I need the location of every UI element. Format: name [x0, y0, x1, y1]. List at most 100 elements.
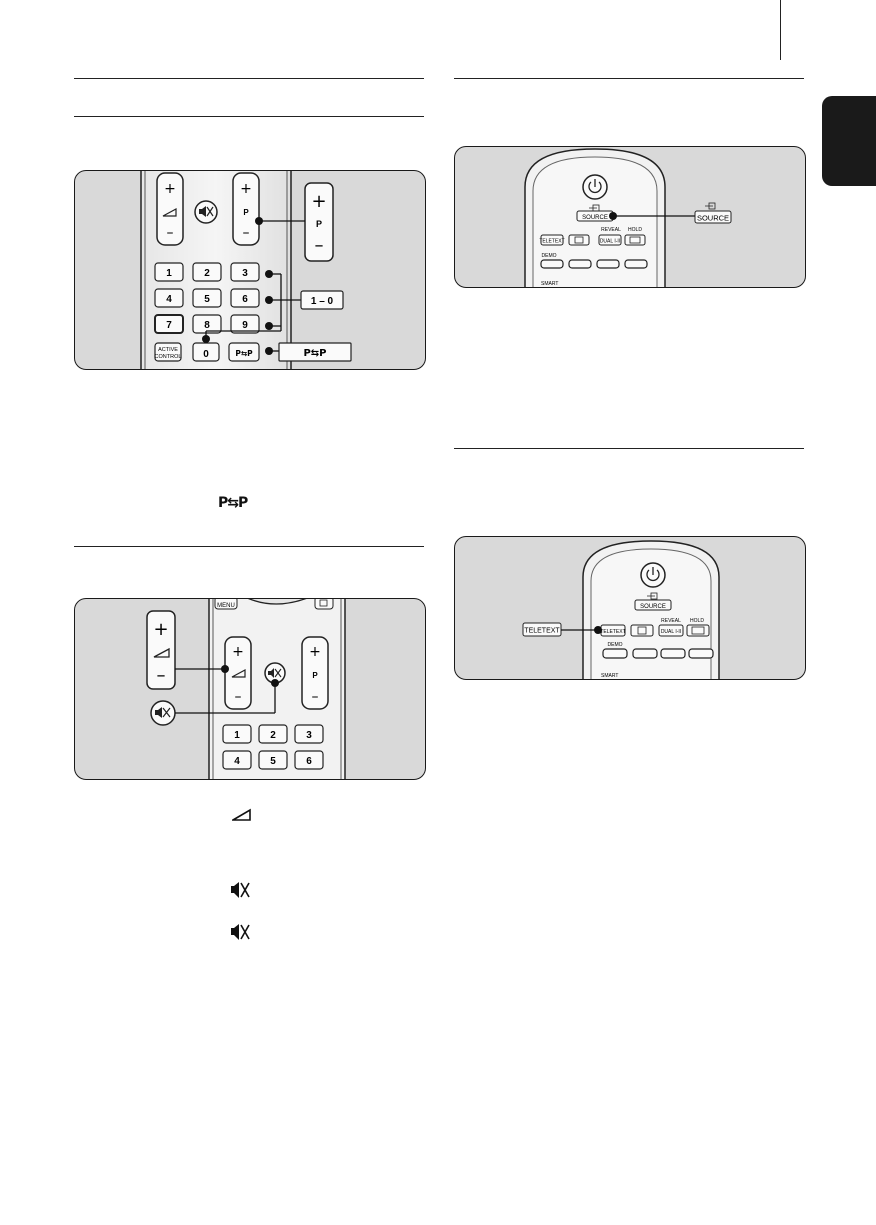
- teletext-button[interactable]: [540, 234, 564, 246]
- figure-source-key: SOURCE HOLD REVEAL TELETEXT DUAL I-II DE…: [454, 146, 806, 288]
- key-1[interactable]: [154, 262, 184, 282]
- source-button[interactable]: [634, 599, 672, 611]
- dual-label: DUAL I-II: [600, 239, 620, 245]
- key-2-label: 2: [270, 730, 276, 741]
- callout-vol-plus: +: [153, 619, 168, 640]
- mute-icon: [268, 668, 282, 678]
- teletext-label: TELETEXT: [539, 239, 564, 245]
- menu-button[interactable]: [214, 599, 238, 610]
- rule-left-1: [74, 78, 424, 79]
- key-5-label: 5: [270, 756, 276, 767]
- vol-minus-glyph: –: [235, 689, 242, 705]
- callout-swap: [278, 342, 352, 362]
- callout-vol-minus: –: [157, 665, 166, 686]
- ch-p-label: P: [243, 208, 249, 217]
- key-9[interactable]: [230, 314, 260, 334]
- mute-icon: [199, 206, 214, 217]
- callout-ch-plus: +: [311, 191, 326, 212]
- callout-volume-rocker: [146, 610, 176, 690]
- key-2[interactable]: [258, 724, 288, 744]
- inline-volume-icon: [232, 808, 251, 821]
- key-8[interactable]: [192, 314, 222, 334]
- key-4-label: 4: [234, 756, 240, 767]
- vol-minus-glyph: –: [167, 225, 174, 241]
- hold-label: HOLD: [690, 618, 704, 624]
- previous-channel-button[interactable]: [228, 342, 260, 362]
- key-0-label: 0: [203, 349, 209, 360]
- dual-button[interactable]: [658, 624, 684, 637]
- key-3[interactable]: [294, 724, 324, 744]
- power-icon: [646, 567, 660, 582]
- dual-label: DUAL I-II: [661, 629, 681, 635]
- channel-rocker[interactable]: [232, 172, 260, 246]
- figure-source-svg: SOURCE HOLD REVEAL TELETEXT DUAL I-II DE…: [524, 148, 732, 287]
- key-7[interactable]: [154, 314, 184, 334]
- ch-minus-glyph: –: [312, 689, 319, 705]
- callout-mute: [150, 700, 176, 726]
- callout-input-icon: [705, 202, 716, 210]
- key-3-label: 3: [306, 730, 312, 741]
- callout-ch-p: P: [316, 219, 322, 229]
- ch-p-label: P: [312, 671, 318, 680]
- hold-button[interactable]: [624, 234, 646, 246]
- key-6[interactable]: [294, 750, 324, 770]
- vol-plus-glyph: +: [232, 644, 244, 660]
- key-5[interactable]: [258, 750, 288, 770]
- key-5[interactable]: [192, 288, 222, 308]
- red-button[interactable]: [602, 648, 628, 659]
- key-1-label: 1: [166, 268, 172, 279]
- crop-mark: [780, 0, 781, 60]
- rule-left-2: [74, 116, 424, 117]
- key-5-label: 5: [204, 294, 210, 305]
- key-2-label: 2: [204, 268, 210, 279]
- channel-rocker[interactable]: [301, 636, 329, 710]
- inline-mute-icon-2: [231, 924, 250, 940]
- callout-channel-rocker: [304, 182, 334, 262]
- demo-label: DEMO: [542, 253, 557, 259]
- key-1[interactable]: [222, 724, 252, 744]
- reveal-label: REVEAL: [601, 227, 621, 233]
- teletext-label: TELETEXT: [600, 629, 625, 635]
- source-label: SOURCE: [582, 215, 608, 221]
- volume-icon: [162, 207, 177, 217]
- ch-plus-glyph: +: [240, 181, 252, 197]
- green-button[interactable]: [632, 648, 658, 659]
- yellow-button[interactable]: [660, 648, 686, 659]
- reveal-label: REVEAL: [661, 618, 681, 624]
- callout-digits-label: 1 – 0: [311, 296, 334, 307]
- key-8-label: 8: [204, 320, 210, 331]
- blue-button[interactable]: [688, 648, 714, 659]
- green-button[interactable]: [568, 259, 592, 269]
- demo-label: DEMO: [608, 642, 623, 648]
- figure-teletext-key: SOURCE HOLD REVEAL TELETEXT DUAL I-II DE…: [454, 536, 806, 680]
- red-button[interactable]: [540, 259, 564, 269]
- key-2[interactable]: [192, 262, 222, 282]
- hold-button[interactable]: [686, 624, 710, 637]
- rule-right-2: [454, 448, 804, 449]
- split-button[interactable]: [568, 234, 590, 246]
- swap-key-label: P⇆P: [235, 349, 253, 358]
- vol-plus-glyph: +: [164, 181, 176, 197]
- source-label: SOURCE: [640, 604, 666, 610]
- smart-label: SMART: [541, 281, 558, 287]
- key-6-label: 6: [242, 294, 248, 305]
- key-4[interactable]: [222, 750, 252, 770]
- yellow-button[interactable]: [596, 259, 620, 269]
- options-button[interactable]: [314, 599, 334, 610]
- split-button[interactable]: [630, 624, 654, 637]
- active-control-button[interactable]: [154, 342, 182, 362]
- callout-swap-label: P⇆P: [303, 348, 326, 359]
- inline-swap-symbol: P⇆P: [218, 495, 248, 511]
- key-4[interactable]: [154, 288, 184, 308]
- rule-left-3: [74, 546, 424, 547]
- blue-button[interactable]: [624, 259, 648, 269]
- figure-teletext-svg: SOURCE HOLD REVEAL TELETEXT DUAL I-II DE…: [522, 540, 720, 679]
- dual-button[interactable]: [598, 234, 622, 246]
- key-3[interactable]: [230, 262, 260, 282]
- callout-ch-minus: –: [315, 235, 324, 256]
- key-6[interactable]: [230, 288, 260, 308]
